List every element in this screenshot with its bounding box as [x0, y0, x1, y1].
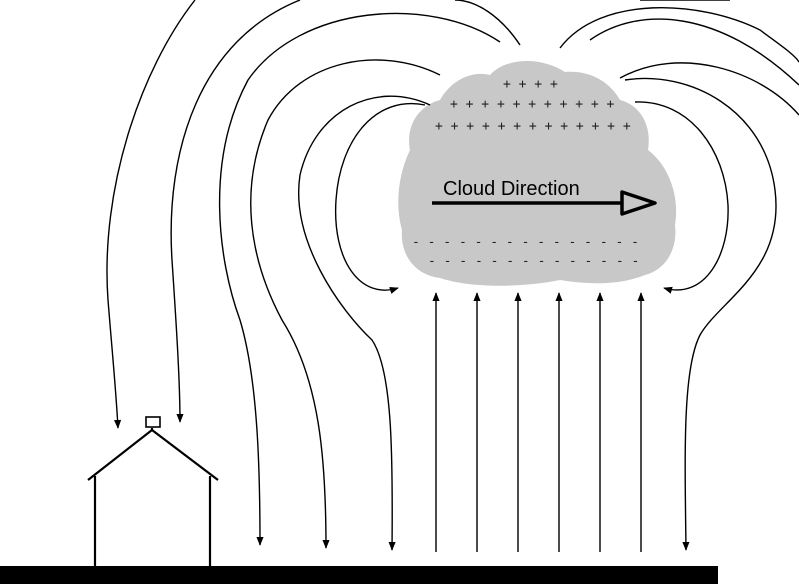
field-line-right-4 [624, 77, 777, 551]
field-line-right-2 [589, 18, 799, 86]
field-line-outer-4 [250, 59, 441, 549]
field-line-outer-6 [454, 0, 521, 46]
vertical-field-lines [432, 292, 645, 552]
field-line-right-3 [619, 62, 799, 116]
negative-charges-row-1: - - - - - - - - - - - - - - - [412, 235, 639, 250]
field-line-inner-left [334, 102, 426, 294]
thundercloud [398, 61, 677, 286]
cloud-direction-label: Cloud Direction [443, 178, 580, 200]
field-line-right-1 [559, 7, 799, 63]
field-line-inner-right [634, 101, 729, 294]
lightning-rod-icon [145, 416, 161, 428]
negative-charges-row-2: - - - - - - - - - - - - - - [428, 254, 639, 269]
field-line-outer-2 [170, 0, 301, 423]
house-icon [87, 428, 219, 566]
field-line-outer-1 [106, 0, 196, 429]
field-line-outer-3 [218, 12, 501, 546]
field-line-outer-5 [298, 95, 431, 551]
positive-charges-row-1: + + + + [503, 77, 558, 92]
ground-bar [0, 566, 718, 584]
direction-arrow-icon [432, 190, 657, 216]
positive-charges-row-2: + + + + + + + + + + + [450, 97, 615, 112]
positive-charges-row-3: + + + + + + + + + + + + + [435, 119, 631, 134]
